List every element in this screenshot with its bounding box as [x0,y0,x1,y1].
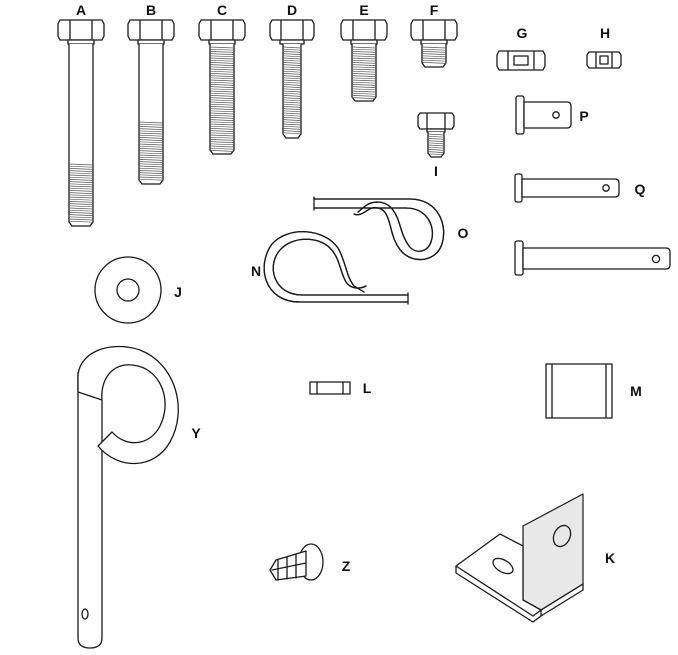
hairpin-clip-o [313,196,445,261]
label-k: K [605,550,615,566]
label-j: J [174,284,182,300]
label-e: E [359,2,368,18]
sleeve-m [545,363,613,419]
bolt-a-thread [68,163,94,223]
bolt-b-thread [138,121,164,181]
label-p: P [579,108,588,124]
spacer-l [309,381,351,395]
label-y: Y [191,425,201,441]
hook-pin-y [77,345,179,649]
label-f: F [430,2,439,18]
label-c: C [217,2,227,18]
bolt-e-thread [351,46,377,99]
angle-bracket-k [455,493,584,623]
label-b: B [146,2,156,18]
bolt-e [340,19,388,102]
bolt-b [127,19,175,185]
push-rivet-z [269,543,324,581]
label-h: H [600,25,610,41]
bolt-c [198,19,246,155]
label-a: A [76,2,86,18]
clevis-pin-long [514,240,671,276]
nut-h [586,51,622,69]
bolt-i-thread [427,133,445,156]
clevis-pin-q [514,173,620,203]
label-i: I [434,163,438,179]
bolt-f [410,19,458,68]
label-o: O [458,225,469,241]
label-z: Z [342,558,351,574]
bolt-f-thread [421,46,447,64]
label-l: L [363,380,372,396]
label-d: D [287,2,297,18]
washer-j [94,256,162,324]
label-q: Q [635,181,646,197]
label-m: M [630,383,642,399]
label-g: G [517,25,528,41]
bolt-d-thread [282,46,302,135]
clevis-pin-p [515,95,572,135]
bolt-d [269,19,315,139]
nut-g [496,50,546,71]
bolt-i [417,112,455,158]
label-n: N [251,263,261,279]
bolt-a [57,19,105,227]
hairpin-clip-n [263,231,409,305]
bolt-c-thread [209,46,235,152]
